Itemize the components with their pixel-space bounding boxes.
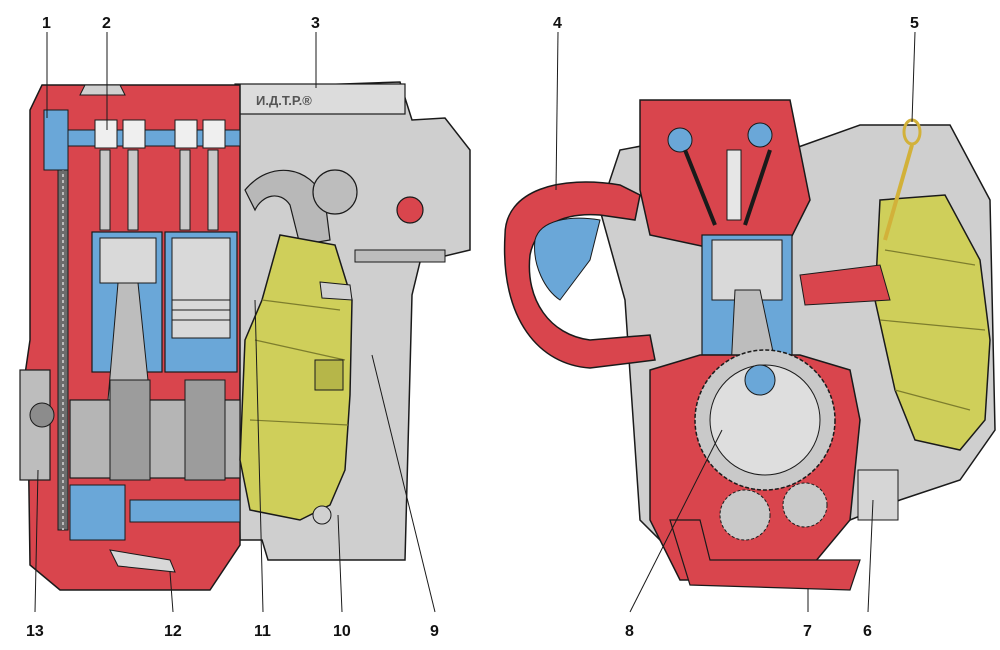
callout-10: 10 bbox=[333, 623, 351, 640]
callout-13: 13 bbox=[26, 623, 44, 640]
oil-dipstick bbox=[883, 144, 914, 241]
leader-lines bbox=[34, 31, 916, 613]
engine-side-view: И.Д.Т.Р.® bbox=[19, 81, 471, 591]
callout-5: 5 bbox=[910, 15, 919, 32]
exhaust-port bbox=[799, 264, 891, 306]
catalytic-converter-right bbox=[874, 194, 991, 451]
piston-2 bbox=[171, 237, 231, 339]
oil-pan bbox=[669, 519, 861, 591]
callout-11: 11 bbox=[254, 623, 271, 640]
piston-1 bbox=[99, 237, 157, 284]
sensor-6 bbox=[857, 469, 899, 521]
callout-2: 2 bbox=[102, 15, 111, 32]
oil-intake bbox=[109, 549, 176, 573]
callout-7: 7 bbox=[803, 623, 812, 640]
callout-6: 6 bbox=[863, 623, 872, 640]
publisher-stamp: И.Д.Т.Р.® bbox=[256, 93, 312, 108]
block-boss bbox=[312, 169, 358, 215]
oil-filter-housing bbox=[396, 196, 424, 224]
spark-plug bbox=[726, 149, 742, 221]
callout-4: 4 bbox=[553, 15, 562, 32]
crankpin bbox=[744, 364, 776, 396]
callout-9: 9 bbox=[430, 623, 439, 640]
intake-camshaft bbox=[667, 127, 693, 153]
cylinder-head bbox=[639, 99, 811, 251]
callout-1: 1 bbox=[42, 15, 51, 32]
oil-pan-baffle bbox=[129, 499, 241, 523]
engine-cross-section-view bbox=[503, 99, 996, 591]
oil-filler-cap bbox=[79, 84, 126, 96]
valves bbox=[94, 119, 226, 231]
callout-8: 8 bbox=[625, 623, 634, 640]
balance-gear-2 bbox=[782, 482, 828, 528]
exhaust-pipe bbox=[244, 169, 331, 246]
balance-gear-1 bbox=[719, 489, 771, 541]
oxygen-sensor bbox=[319, 281, 353, 301]
callout-3: 3 bbox=[311, 15, 320, 32]
callout-12: 12 bbox=[164, 623, 182, 640]
coolant-pipe bbox=[354, 249, 446, 263]
callout-labels: 1 2 3 4 5 6 7 8 9 10 11 12 13 bbox=[26, 15, 919, 640]
oil-pump bbox=[69, 484, 126, 541]
exhaust-camshaft bbox=[747, 122, 773, 148]
